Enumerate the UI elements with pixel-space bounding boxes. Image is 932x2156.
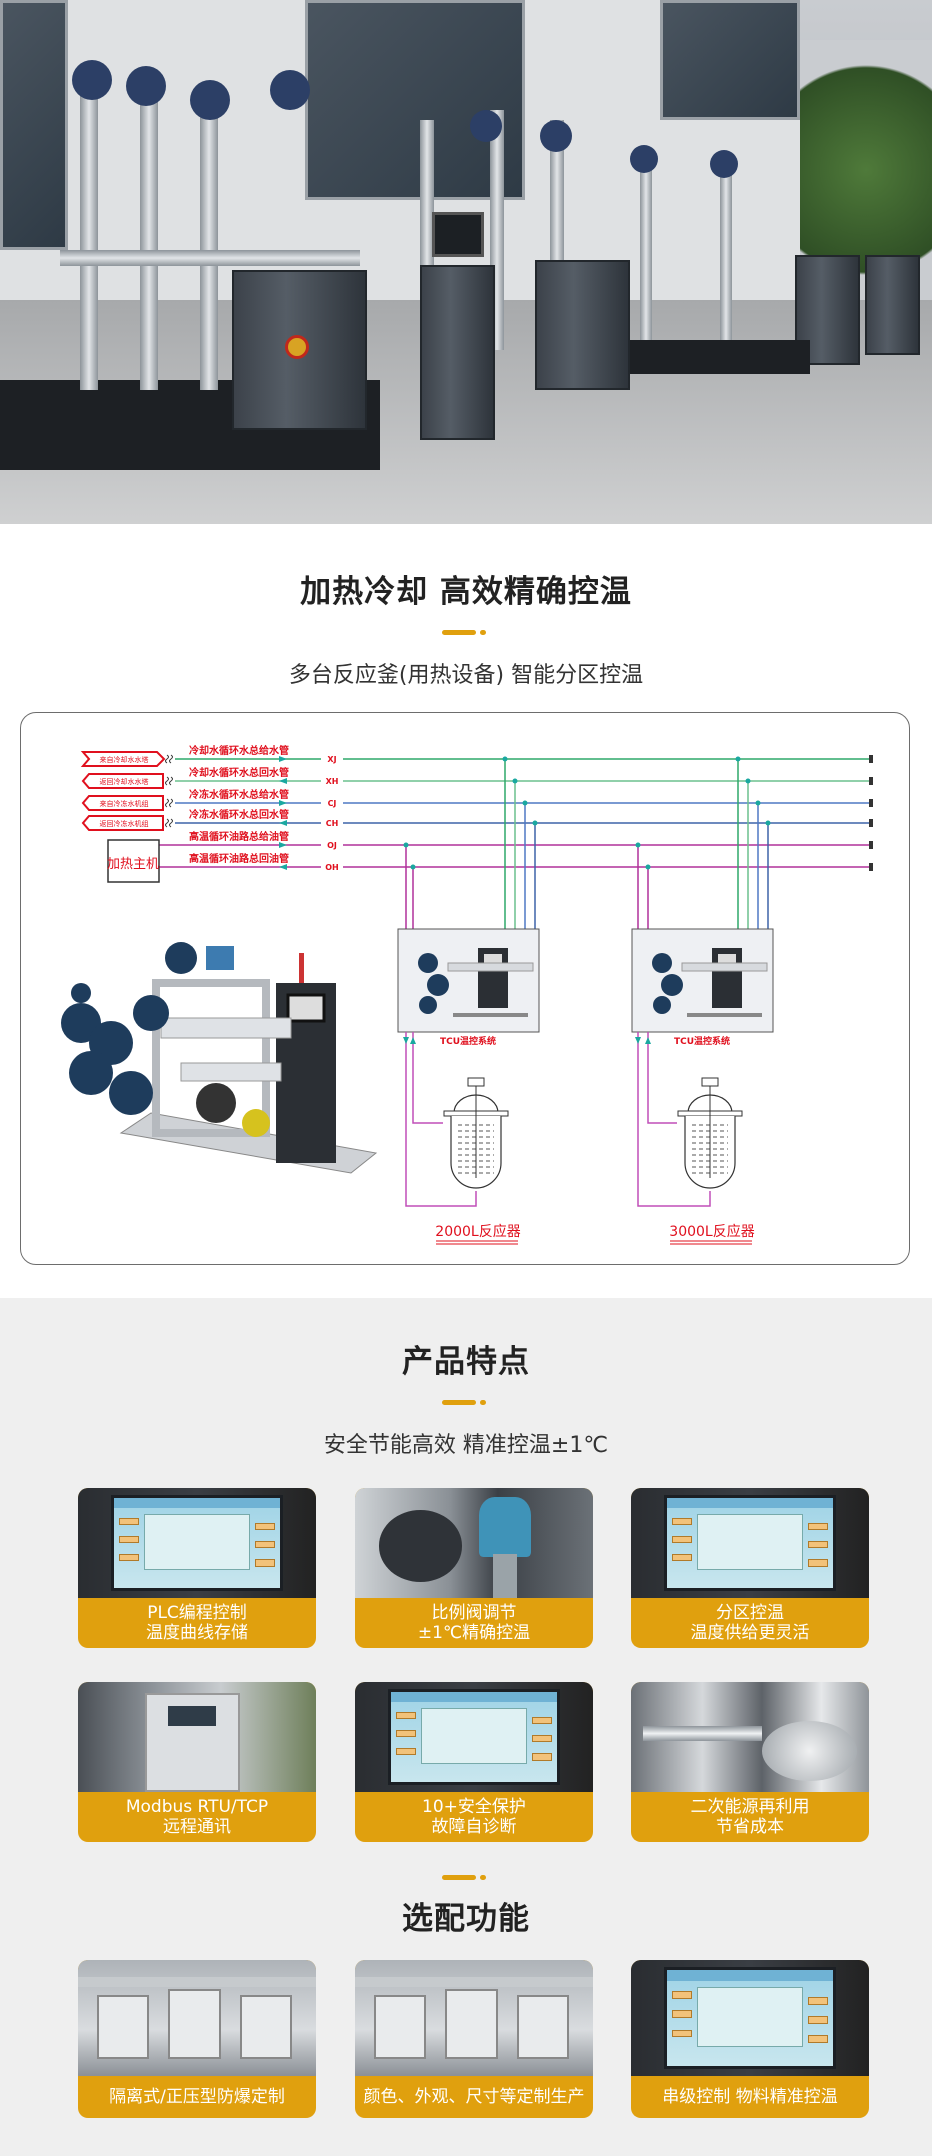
heat-exchanger-image — [631, 1682, 869, 1792]
feature-card-line2: ±1℃精确控温 — [417, 1623, 531, 1643]
title-divider — [442, 630, 490, 635]
section-title-features: 产品特点 — [402, 1344, 530, 1380]
feature-card: 二次能源再利用节省成本 — [631, 1682, 869, 1842]
reactor-vessel — [677, 1077, 743, 1189]
hmi-screen-image — [355, 1682, 593, 1792]
feature-card-line1: 分区控温 — [716, 1603, 784, 1623]
plc-screen-image — [78, 1488, 316, 1598]
source-tag: 返回冷却水水塔 — [81, 773, 173, 789]
pipe-label: 高温循环油路总给油管 — [189, 830, 289, 843]
pipe-code: OH — [325, 863, 339, 872]
section-title-heating-cooling: 加热冷却 高效精确控温 — [300, 574, 632, 610]
title-divider — [442, 1875, 490, 1880]
source-tag: 来自冷冻水机组 — [81, 795, 173, 811]
source-tag: 返回冷冻水机组 — [81, 815, 173, 831]
feature-card-label: 比例阀调节±1℃精确控温 — [355, 1598, 593, 1648]
feature-card: 比例阀调节±1℃精确控温 — [355, 1488, 593, 1648]
title-divider — [442, 1400, 490, 1405]
feature-card-line2: 故障自诊断 — [431, 1817, 517, 1837]
pipe-label: 高温循环油路总回油管 — [189, 852, 289, 865]
source-tag-label: 来自冷冻水机组 — [100, 799, 149, 808]
feature-card-line2: 远程通讯 — [163, 1817, 231, 1837]
control-cabinet-image — [78, 1682, 316, 1792]
pipe-label: 冷冻水循环水总回水管 — [189, 808, 289, 821]
feature-card-line1: PLC编程控制 — [147, 1603, 247, 1623]
feature-card-label: 二次能源再利用节省成本 — [631, 1792, 869, 1842]
pipe-code: XJ — [327, 755, 336, 764]
feature-card-label: 分区控温温度供给更灵活 — [631, 1598, 869, 1648]
pipe-label: 冷却水循环水总给水管 — [189, 744, 289, 757]
option-card: 隔离式/正压型防爆定制 — [78, 1960, 316, 2118]
reactor-label: 3000L反应器 — [669, 1223, 754, 1240]
option-card: 串级控制 物料精准控温 — [631, 1960, 869, 2118]
system-diagram: 来自冷却水水塔返回冷却水水塔来自冷冻水机组返回冷冻水机组 冷却水循环水总给水管 X… — [20, 712, 910, 1265]
pipe-label: 冷冻水循环水总给水管 — [189, 788, 289, 801]
option-card: 颜色、外观、尺寸等定制生产 — [355, 1960, 593, 2118]
tcu-system-2: TCU温控系统 3000L反应器 — [631, 928, 774, 1245]
hero-photo-equipment — [0, 0, 932, 524]
source-tag-label: 返回冷却水水塔 — [100, 777, 149, 786]
feature-card: PLC编程控制温度曲线存储 — [78, 1488, 316, 1648]
section-subtitle: 多台反应釜(用热设备) 智能分区控温 — [288, 663, 644, 688]
pipe-line-xj: 冷却水循环水总给水管 XJ — [175, 744, 873, 764]
feature-card-line1: 10+安全保护 — [422, 1797, 526, 1817]
pipe-line-cj: 冷冻水循环水总给水管 CJ — [175, 788, 873, 808]
heater-box — [107, 839, 160, 883]
pipe-code: CJ — [328, 799, 337, 808]
feature-card-line2: 温度供给更灵活 — [690, 1623, 810, 1643]
tcu-system-1: TCU温控系统 2000L反应器 — [397, 928, 540, 1245]
feature-card-label: 10+安全保护故障自诊断 — [355, 1792, 593, 1842]
pipe-line-oh: 高温循环油路总回油管 OH — [140, 852, 873, 872]
feature-card-line1: 比例阀调节 — [431, 1603, 517, 1623]
feature-card-label: PLC编程控制温度曲线存储 — [78, 1598, 316, 1648]
source-tag-label: 返回冷冻水机组 — [100, 819, 149, 828]
curve-screen-image — [631, 1488, 869, 1598]
feature-card-line2: 节省成本 — [716, 1817, 784, 1837]
section-title-options: 选配功能 — [402, 1901, 530, 1937]
source-tag-label: 来自冷却水水塔 — [100, 755, 149, 764]
section-subtitle-features: 安全节能高效 精准控温±1℃ — [323, 1433, 609, 1458]
feature-card: 10+安全保护故障自诊断 — [355, 1682, 593, 1842]
explosion-proof-units-image — [78, 1960, 316, 2076]
pipe-code: XH — [326, 777, 339, 786]
pipe-code: CH — [326, 819, 339, 828]
tcu-unit-illustration — [61, 942, 378, 1174]
heater-label: 加热主机 — [107, 857, 159, 872]
pipe-line-xh: 冷却水循环水总回水管 XH — [175, 766, 873, 786]
option-card-label: 隔离式/正压型防爆定制 — [109, 2087, 285, 2107]
proportional-valve-image — [355, 1488, 593, 1598]
option-card-label: 串级控制 物料精准控温 — [662, 2087, 838, 2107]
pipe-label: 冷却水循环水总回水管 — [189, 766, 289, 779]
feature-card-line1: 二次能源再利用 — [690, 1797, 810, 1817]
pipe-line-oj: 高温循环油路总给油管 OJ — [140, 830, 873, 850]
source-tag: 来自冷却水水塔 — [80, 751, 173, 767]
custom-units-image — [355, 1960, 593, 2076]
tcu-label: TCU温控系统 — [440, 1035, 496, 1047]
feature-card-line1: Modbus RTU/TCP — [125, 1797, 269, 1817]
pipe-line-ch: 冷冻水循环水总回水管 CH — [175, 808, 873, 828]
reactor-label: 2000L反应器 — [435, 1223, 520, 1240]
option-card-label: 颜色、外观、尺寸等定制生产 — [363, 2087, 585, 2107]
cascade-screen-image — [631, 1960, 869, 2076]
tcu-label: TCU温控系统 — [674, 1035, 730, 1047]
pipe-code: OJ — [327, 841, 337, 850]
reactor-vessel — [443, 1077, 509, 1189]
feature-card-line2: 温度曲线存储 — [146, 1623, 248, 1643]
feature-card: 分区控温温度供给更灵活 — [631, 1488, 869, 1648]
